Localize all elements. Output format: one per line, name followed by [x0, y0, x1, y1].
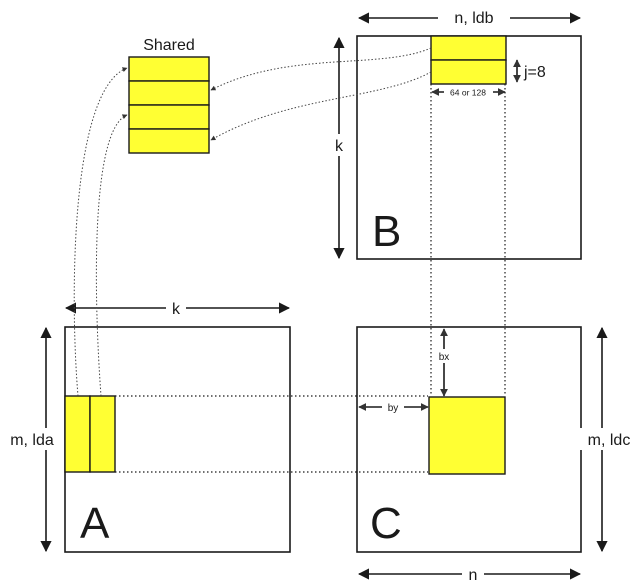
- matrix-b: B n, ldb k j=8 64 or 128: [329, 6, 582, 260]
- matrix-c: C n m, ldc bx by: [356, 326, 638, 584]
- tile-width-label: 64 or 128: [450, 88, 486, 98]
- tile-height-label: j=8: [523, 64, 546, 81]
- shared-row-3: [128, 104, 210, 130]
- matrix-a-width-label-bg: [166, 297, 186, 319]
- matrix-b-width-label-bg: [438, 6, 510, 28]
- matrix-b-label: B: [372, 207, 401, 256]
- matrix-a: A k m, lda: [4, 297, 291, 553]
- matrix-a-label: A: [80, 499, 110, 548]
- matrix-c-width-label-bg: [462, 562, 484, 584]
- matrix-a-height-label: m, lda: [10, 432, 54, 449]
- matrix-a-width-label: k: [172, 301, 181, 318]
- a-col2-to-shared-arrow: [95, 114, 128, 397]
- shared-label: Shared: [143, 37, 195, 54]
- matrix-c-width-label: n: [469, 567, 478, 584]
- matrix-c-tile: [428, 396, 506, 475]
- offset-y-label-bg: [382, 401, 404, 414]
- matrix-b-height-label: k: [335, 138, 344, 155]
- shared-memory: Shared: [128, 37, 210, 154]
- matrix-b-height-label-bg: [329, 134, 349, 156]
- b-row1-to-shared-arrow: [210, 47, 432, 91]
- matrix-b-width-label: n, ldb: [454, 10, 493, 27]
- offset-x-label: bx: [439, 352, 450, 363]
- projection-lines: [115, 84, 506, 473]
- matrix-c-height-label-bg: [580, 428, 638, 450]
- tile-width-label-bg: [444, 87, 493, 98]
- matrix-a-tile-col-1: [64, 395, 91, 473]
- offset-y-label: by: [388, 403, 399, 414]
- matrix-a-height-label-bg: [4, 428, 60, 450]
- matrix-c-label: C: [370, 499, 402, 548]
- shared-row-4: [128, 128, 210, 154]
- shared-row-1: [128, 56, 210, 82]
- offset-x-label-bg: [434, 349, 454, 363]
- matrix-b-tile-row-1: [430, 35, 507, 61]
- matrix-a-tile-col-2: [89, 395, 116, 473]
- matrix-b-tile-row-2: [430, 59, 507, 85]
- shared-row-2: [128, 80, 210, 106]
- matrix-c-height-label: m, ldc: [588, 432, 631, 449]
- load-arrows: [73, 47, 432, 397]
